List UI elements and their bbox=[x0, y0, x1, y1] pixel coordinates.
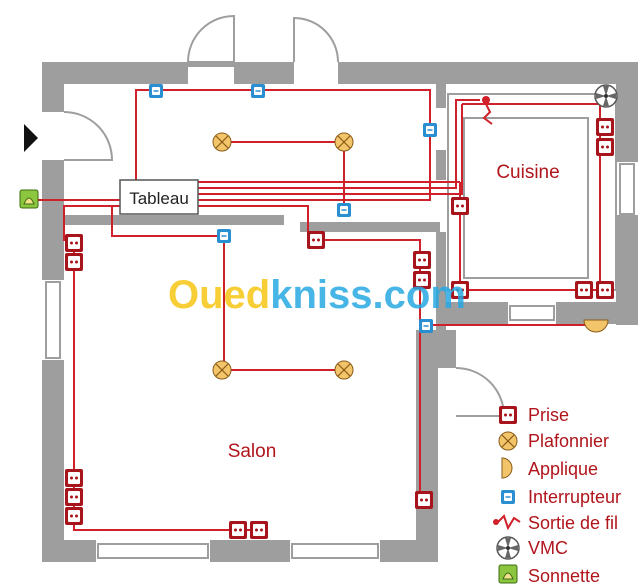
electrical-panel bbox=[119, 179, 199, 215]
room-label-living: Salon bbox=[228, 441, 277, 462]
room-label-kitchen: Cuisine bbox=[496, 162, 559, 183]
panel-label: Tableau bbox=[129, 189, 189, 208]
windows bbox=[45, 163, 635, 559]
legend-label-5: VMC bbox=[528, 538, 568, 558]
legend-vmc-icon bbox=[496, 536, 520, 560]
legend-label-1: Plafonnier bbox=[528, 431, 609, 451]
legend-label-3: Interrupteur bbox=[528, 487, 621, 507]
vmc-fan bbox=[594, 84, 618, 108]
legend-label-6: Sonnette bbox=[528, 566, 600, 586]
legend-switch-icon bbox=[500, 489, 516, 505]
svg-text:Ouedkniss.com: Ouedkniss.com bbox=[168, 273, 466, 317]
watermark-part3: .com bbox=[373, 273, 466, 317]
wiring bbox=[30, 89, 601, 531]
legend-label-0: Prise bbox=[528, 405, 569, 425]
legend-outlet-icon bbox=[499, 406, 517, 424]
wall-light bbox=[583, 319, 609, 333]
watermark: Ouedkniss.com bbox=[168, 273, 466, 317]
legend-ceiling-light-icon bbox=[498, 431, 518, 451]
kitchen-counter-inner bbox=[463, 117, 589, 279]
door-arcs bbox=[63, 14, 506, 417]
entrance-arrow bbox=[24, 124, 38, 152]
legend-label-2: Applique bbox=[528, 459, 598, 479]
legend-doorbell-icon bbox=[498, 564, 518, 584]
legend-label-4: Sortie de fil bbox=[528, 513, 618, 533]
watermark-part2: kniss bbox=[270, 273, 372, 317]
watermark-part1: Oued bbox=[168, 273, 270, 317]
legend-wire-outlet-icon bbox=[493, 514, 521, 531]
legend-wall-light-icon bbox=[501, 457, 513, 479]
kitchen-counter bbox=[447, 93, 617, 291]
doorbell bbox=[19, 189, 39, 209]
legend: Prise Plafonnier Applique Interrupteur S… bbox=[493, 405, 621, 586]
wire-outlet bbox=[482, 96, 493, 125]
ceiling-lights bbox=[212, 132, 354, 380]
